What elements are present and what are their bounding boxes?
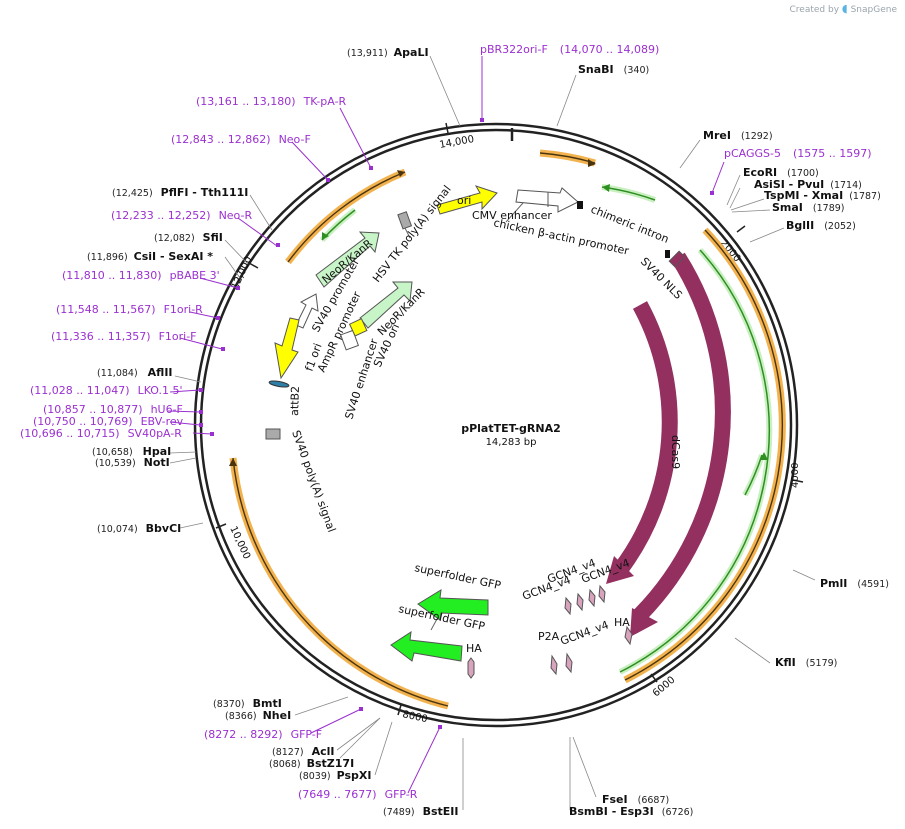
ha1-label: HA <box>466 642 482 655</box>
site-bstz17i: (8068)BstZ17I <box>269 757 354 770</box>
cmv-cba-feature: CMV enhancer chicken β-actin promoter <box>472 187 631 258</box>
primer-sv40pa-r: (10,696 .. 10,715)SV40pA-R <box>20 427 182 440</box>
primer-gfp-r: (7649 .. 7677)GFP-R <box>298 788 418 801</box>
sv40-nls-feature: SV40 NLS <box>638 250 686 302</box>
created-by-text: Created by <box>789 5 840 15</box>
small-tag-features: HA P2A HA GCN4_v4 GCN4_v4 GCN4_v4 GCN4_v… <box>466 556 633 679</box>
site-pspxi: (8039)PspXI <box>299 769 371 782</box>
site-tspmi: TspMI - XmaI(1787) <box>764 189 881 202</box>
site-labels: (13,911)ApaLI SnaBI(340) MreI(1292) EcoR… <box>87 46 889 818</box>
site-hpai: (10,658)HpaI <box>92 445 171 458</box>
primer-ebv-rev: (10,750 .. 10,769)EBV-rev <box>33 415 184 428</box>
site-pmli: PmlI(4591) <box>820 577 889 590</box>
primer-pcaggs-5: pCAGGS-5(1575 .. 1597) <box>724 147 872 160</box>
attb2-label: attB2 <box>288 386 302 416</box>
site-acli: (8127)AclI <box>272 745 335 758</box>
site-aflii: (11,084)AflII <box>97 366 173 379</box>
site-bsmbi: BsmBI - Esp3I(6726) <box>569 805 693 818</box>
tick-4000: 4000 <box>790 463 801 488</box>
site-snabi: SnaBI(340) <box>578 63 649 76</box>
ha2-label: HA <box>614 616 630 629</box>
orange-frame-arrowheads <box>229 159 596 466</box>
primer-tk-pa-r: (13,161 .. 13,180)TK-pA-R <box>196 95 347 108</box>
snapgene-brand: Created by ◖ SnapGene <box>790 2 897 15</box>
primer-f1ori-f: (11,336 .. 11,357)F1ori-F <box>51 330 197 343</box>
sfgfp-features: superfolder GFP superfolder GFP <box>390 561 502 662</box>
gcn4-label-4: GCN4_v4 <box>559 618 611 647</box>
cas9-feature: Cas9 <box>630 252 749 637</box>
site-bmti: (8370)BmtI <box>213 697 282 710</box>
site-pflfi: (12,425)PflFI - Tth111I <box>112 186 248 199</box>
site-noti: (10,539)NotI <box>95 456 170 469</box>
sv40-polya-feature: SV40 poly(A) signal <box>265 428 338 534</box>
tick-12000: 12,000 <box>230 255 255 291</box>
site-fsei: FseI(6687) <box>602 793 669 806</box>
primer-hu6-f: (10,857 .. 10,877)hU6-F <box>43 403 183 416</box>
primer-markers <box>199 118 714 729</box>
dcas9-label: dCas9 <box>669 435 682 469</box>
sfgfp1-label: superfolder GFP <box>413 561 502 592</box>
plasmid-length: 14,283 bp <box>486 437 537 448</box>
ori-feature: ori <box>436 185 498 215</box>
primer-f1ori-r: (11,548 .. 11,567)F1ori-R <box>56 303 203 316</box>
p2a-label: P2A <box>538 630 560 643</box>
tick-8000: 8000 <box>401 709 428 725</box>
site-mrei: MreI(1292) <box>703 129 773 142</box>
green-frame-arrowheads <box>322 184 768 460</box>
site-asisi: AsiSI - PvuI(1714) <box>754 178 862 191</box>
primer-leader-lines <box>167 56 725 794</box>
primer-gfp-f: (8272 .. 8292)GFP-F <box>204 728 322 741</box>
primer-neo-r: (12,233 .. 12,252)Neo-R <box>111 209 252 222</box>
primer-pbr322ori-f: pBR322ori-F(14,070 .. 14,089) <box>480 43 659 56</box>
site-bsteii: (7489)BstEII <box>383 805 458 818</box>
site-csii: (11,896)CsiI - SexAI * <box>87 250 213 263</box>
site-smai: SmaI(1789) <box>772 201 845 214</box>
site-sfii: (12,082)SfiI <box>154 231 223 244</box>
orange-frame-arcs <box>229 149 786 710</box>
sv40-polya-label: SV40 poly(A) signal <box>289 429 338 534</box>
dcas9-feature: dCas9 <box>606 301 691 584</box>
plasmid-name: pPlatTET-gRNA2 <box>461 422 561 435</box>
ori-label: ori <box>457 194 471 207</box>
site-nhei: (8366)NheI <box>225 709 291 722</box>
hsv-tk-polya-feature: HSV TK poly(A) signal <box>370 183 454 285</box>
bp-tick-marks <box>215 122 804 716</box>
attb2-feature: attB2 <box>268 380 302 416</box>
cas9-label: Cas9 <box>735 443 749 471</box>
snapgene-logo-icon: ◖ <box>841 2 848 15</box>
site-kfli: KflI(5179) <box>775 656 837 669</box>
site-bglii: BglII(2052) <box>786 219 856 232</box>
primer-labels: pBR322ori-F(14,070 .. 14,089) (13,161 ..… <box>20 43 872 801</box>
primer-pbabe-3: (11,810 .. 11,830)pBABE 3' <box>62 269 220 282</box>
cmv-enhancer-label: CMV enhancer <box>472 209 552 222</box>
sv40-enhancer-ori-feature: SV40 enhancer SV40 ori <box>340 318 402 421</box>
site-bbvci: (10,074)BbvCI <box>97 522 181 535</box>
site-leader-lines <box>169 55 816 810</box>
tick-14000: 14,000 <box>439 134 475 151</box>
site-ecori: EcoRI(1700) <box>743 166 819 179</box>
hsv-tk-polya-label: HSV TK poly(A) signal <box>370 183 454 285</box>
site-apali: (13,911)ApaLI <box>347 46 429 59</box>
primer-neo-f: (12,843 .. 12,862)Neo-F <box>171 133 311 146</box>
snapgene-product-text: SnapGene <box>850 5 897 15</box>
primer-lko1-5: (11,028 .. 11,047)LKO.1 5' <box>30 384 183 397</box>
